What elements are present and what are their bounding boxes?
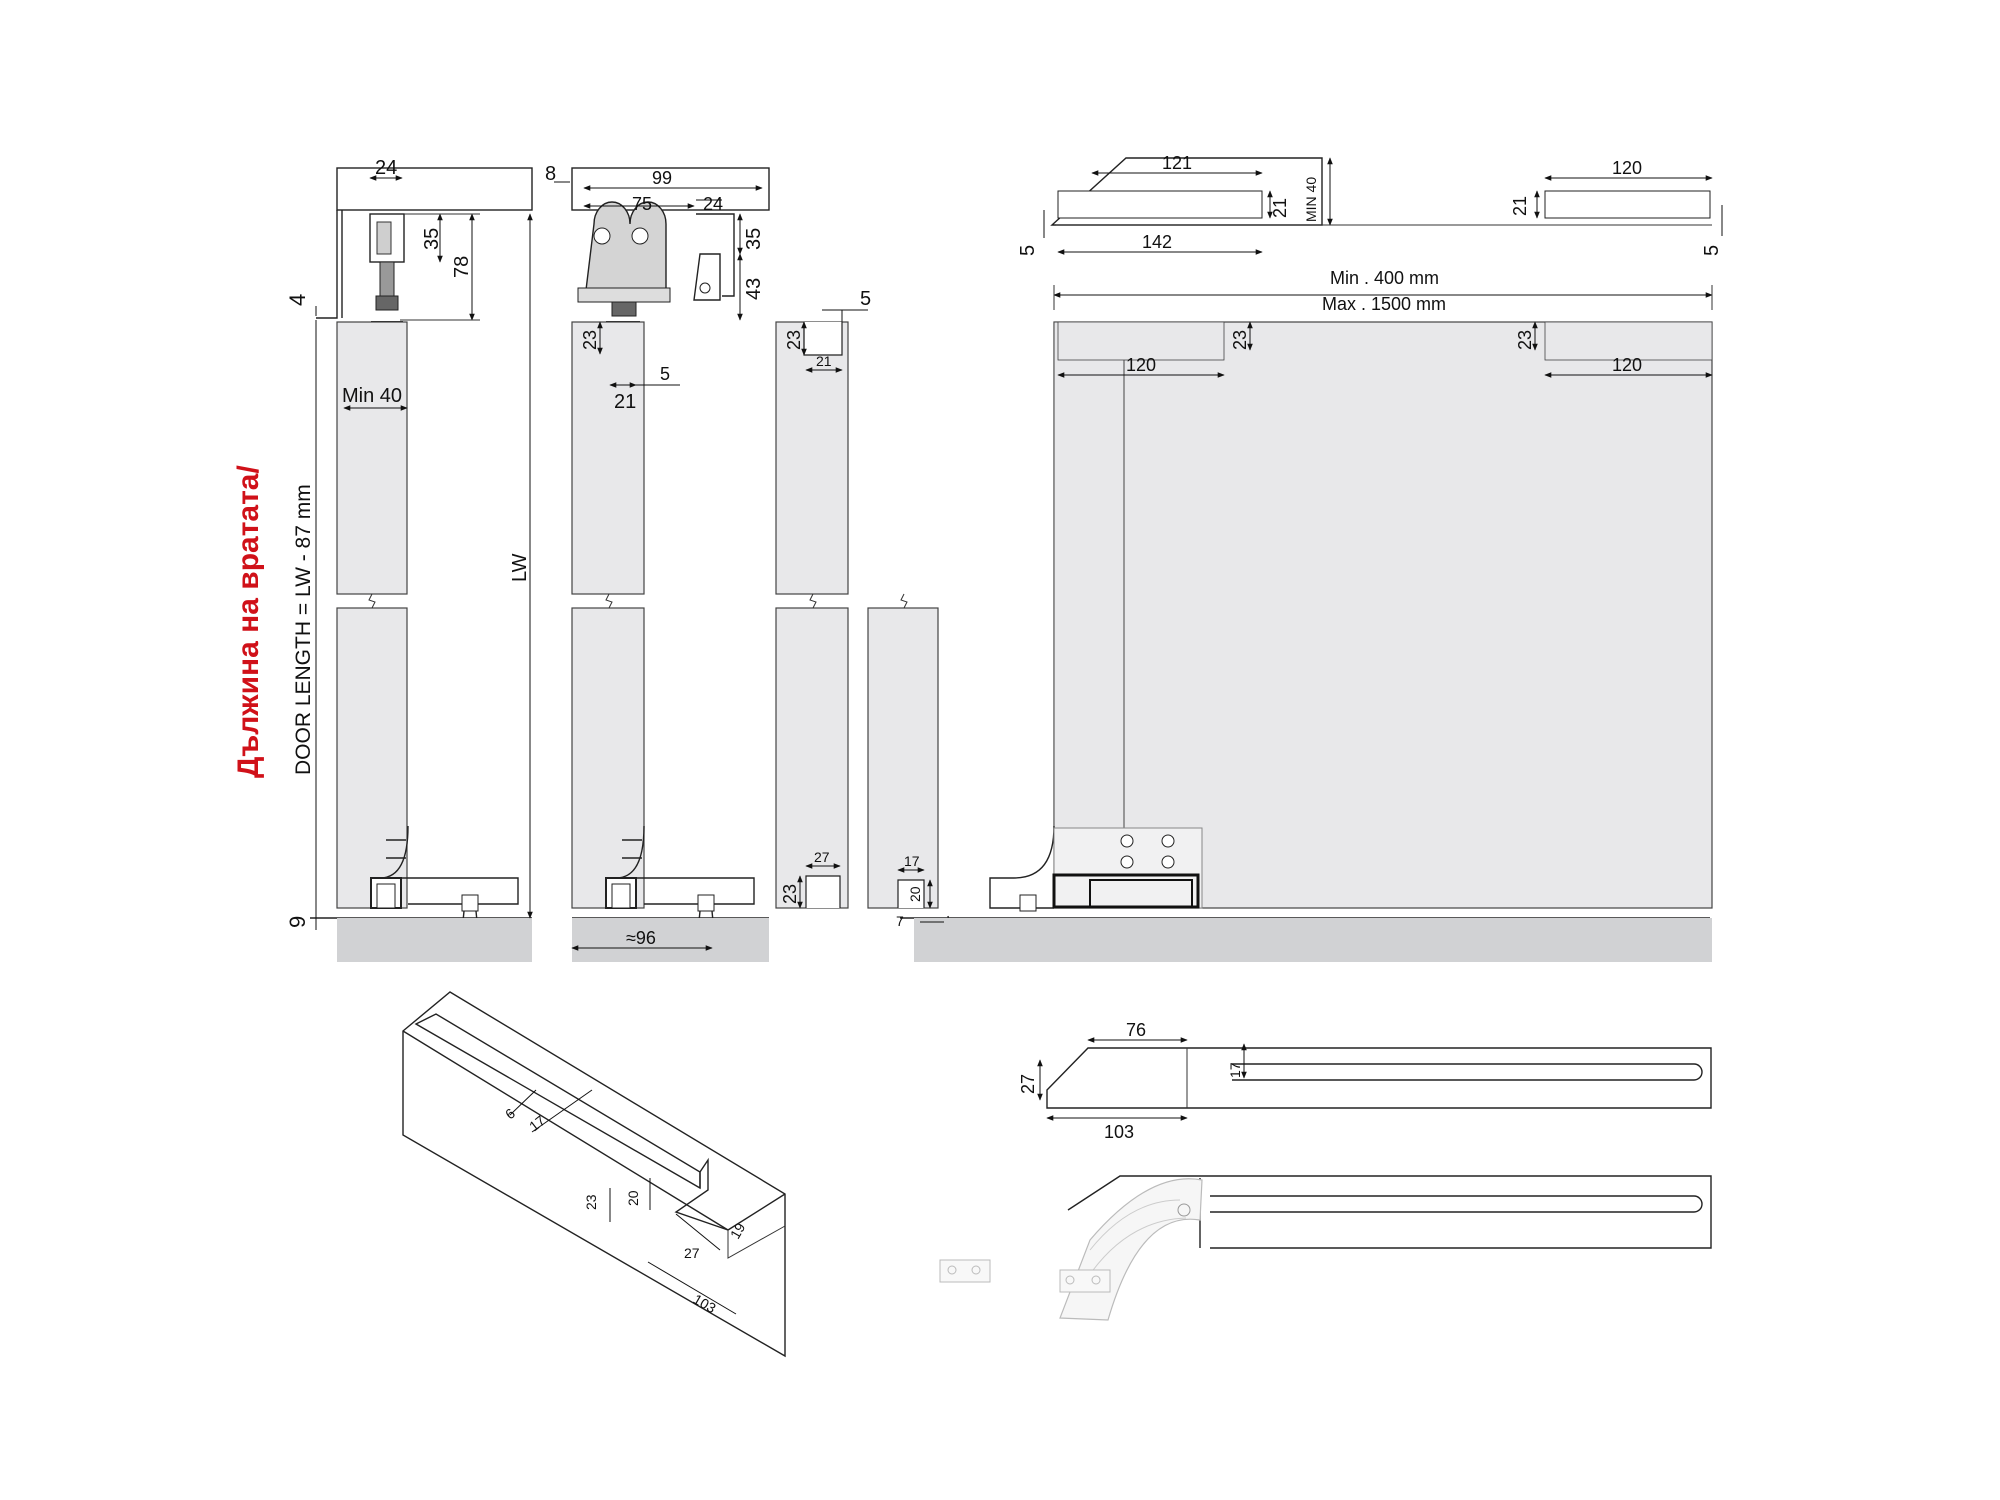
dim-121: 121 — [1162, 153, 1192, 173]
dim-21-view2: 21 — [614, 391, 636, 413]
dim-23-front-right: 23 — [1515, 330, 1535, 350]
dim-23-front-left: 23 — [1230, 330, 1250, 350]
dim-103-guide: 103 — [1104, 1122, 1134, 1142]
door-panel-1-bottom — [336, 607, 408, 909]
dim-21-view3: 21 — [816, 353, 832, 369]
dim-19-iso: 19 — [727, 1220, 749, 1242]
dim-lw: LW — [509, 553, 531, 582]
dim-120-front-right: 120 — [1612, 355, 1642, 375]
dim-142: 142 — [1142, 232, 1172, 252]
floor-1 — [337, 918, 532, 962]
door-length-formula: DOOR LENGTH = LW - 87 mm — [292, 484, 315, 775]
dim-23-iso: 23 — [583, 1194, 599, 1210]
dim-min40: Min 40 — [342, 385, 402, 407]
dim-120-front-top: 120 — [1612, 158, 1642, 178]
dim-17-iso: 17 — [526, 1112, 548, 1134]
side-section-view-2 — [571, 167, 770, 962]
dim-5-view2: 5 — [660, 364, 670, 384]
dim-24-view2: 24 — [703, 194, 723, 214]
dim-17-guide: 17 — [1227, 1062, 1243, 1078]
door-panel-4 — [867, 607, 939, 909]
dim-min-400: Min . 400 mm — [1330, 268, 1439, 288]
dim-27-guide: 27 — [1018, 1074, 1038, 1094]
dimension-lines — [315, 157, 1723, 1315]
door-panel-front — [1053, 321, 1713, 909]
dim-6-iso: 6 — [502, 1105, 518, 1123]
dim-103-iso: 103 — [691, 1291, 719, 1317]
floor-front — [914, 918, 1712, 962]
dim-5-front-right: 5 — [1701, 245, 1723, 256]
dim-4: 4 — [285, 294, 310, 306]
dim-23-view2: 23 — [580, 330, 600, 350]
dim-27-iso: 27 — [684, 1245, 700, 1261]
dim-min40-vertical: MIN 40 — [1303, 177, 1319, 222]
dim-43: 43 — [743, 278, 765, 300]
dim-23-view3: 23 — [784, 330, 804, 350]
door-panel-3-top — [775, 321, 849, 595]
door-panel-2-top — [571, 321, 645, 595]
dim-76: 76 — [1126, 1020, 1146, 1040]
dim-17-view4: 17 — [904, 853, 920, 869]
dim-max-1500: Max . 1500 mm — [1322, 294, 1446, 314]
door-panel-3-bottom — [775, 607, 849, 909]
ceiling-profile-1 — [336, 167, 533, 211]
isometric-guide-view — [402, 991, 786, 1358]
dim-20-iso: 20 — [625, 1190, 641, 1206]
dim-21-front-left: 21 — [1270, 198, 1290, 218]
door-panel-1-top — [336, 321, 408, 595]
door-panel-2-bottom — [571, 607, 645, 909]
dim-96: ≈96 — [626, 928, 656, 948]
dim-5-front-left: 5 — [1017, 245, 1039, 256]
dim-21-front-right: 21 — [1510, 196, 1530, 216]
dim-5-view3: 5 — [860, 288, 871, 310]
dim-24-view1: 24 — [375, 157, 397, 179]
dim-35-view1: 35 — [421, 228, 443, 250]
dim-35-view2: 35 — [743, 228, 765, 250]
dim-27-view3: 27 — [814, 849, 830, 865]
dim-120-front-left: 120 — [1126, 355, 1156, 375]
side-section-view-1 — [310, 167, 533, 962]
bottom-guide-bracket-view — [939, 1175, 1712, 1321]
title-bulgarian: Дължина на вратата/ — [232, 465, 265, 778]
floor-2 — [572, 918, 769, 962]
dim-7: 7 — [896, 913, 904, 929]
bottom-guide-top-view — [1046, 1047, 1712, 1109]
pivot-arm — [1059, 1178, 1203, 1321]
dim-78: 78 — [451, 256, 473, 278]
dim-99: 99 — [652, 168, 672, 188]
dim-8: 8 — [545, 163, 556, 185]
dim-23-view3-bottom: 23 — [780, 884, 800, 904]
side-section-view-3 — [775, 321, 849, 909]
dim-20-view4: 20 — [907, 886, 923, 902]
front-view — [914, 157, 1713, 962]
dim-75: 75 — [632, 194, 652, 214]
dim-9: 9 — [285, 916, 310, 928]
roller-assembly-2 — [585, 201, 667, 291]
